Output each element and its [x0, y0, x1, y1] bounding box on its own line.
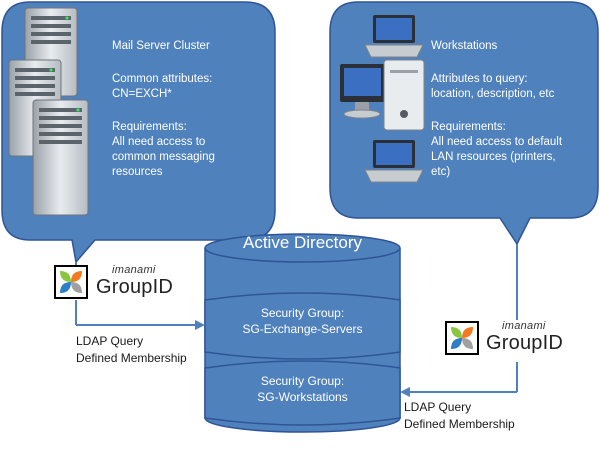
- ldap-right-line1: LDAP Query: [404, 400, 472, 414]
- security-group-exchange-line2: SG-Exchange-Servers: [242, 322, 363, 336]
- workstations-req-line: etc): [431, 166, 451, 178]
- active-directory-title: Active Directory: [242, 233, 363, 252]
- groupid-logo-icon: [445, 321, 479, 355]
- workstations-req-heading: Requirements:: [431, 121, 506, 133]
- ldap-left-line1: LDAP Query: [76, 334, 144, 348]
- ldap-left-line2: Defined Membership: [76, 351, 187, 365]
- ldap-right-line2: Defined Membership: [404, 417, 515, 431]
- mail-cluster-req-line: All need access to: [112, 136, 206, 148]
- security-group-workstations-line2: SG-Workstations: [257, 390, 348, 404]
- workstations-attr-value: location, description, etc: [431, 88, 555, 100]
- mail-cluster-attr-value: CN=EXCH*: [112, 88, 172, 100]
- security-group-workstations-line1: Security Group:: [260, 374, 345, 388]
- laptop-icon: [364, 15, 424, 58]
- groupid-logo-icon: [54, 265, 88, 299]
- mail-cluster-req-line: common messaging: [112, 151, 215, 163]
- security-group-exchange-shape: [204, 292, 401, 360]
- desktop-computer-icon: [340, 59, 425, 131]
- laptop-icon: [364, 140, 424, 183]
- mail-cluster-req-heading: Requirements:: [112, 121, 187, 133]
- mail-cluster-attr-heading: Common attributes:: [112, 73, 213, 85]
- left-arrowhead: [195, 320, 205, 330]
- workstations-req-line: LAN resources (printers,: [431, 151, 556, 163]
- mail-cluster-title: Mail Server Cluster: [112, 40, 210, 52]
- security-group-workstations-shape: [204, 360, 401, 426]
- workstations-attr-heading: Attributes to query:: [431, 73, 528, 85]
- groupid-brand-big: GroupID: [96, 276, 173, 298]
- mail-cluster-req-line: resources: [112, 166, 163, 178]
- right-connector: [408, 244, 518, 393]
- security-group-exchange-line1: Security Group:: [260, 306, 345, 320]
- groupid-brand-big: GroupID: [486, 332, 563, 354]
- workstations-title: Workstations: [431, 40, 498, 52]
- groupid-brand-small: imanami: [112, 264, 156, 276]
- groupid-brand-small: imanami: [502, 320, 546, 332]
- workstations-req-line: All need access to default: [431, 136, 563, 148]
- right-arrowhead: [400, 387, 410, 397]
- server-stack-icon: [8, 7, 89, 216]
